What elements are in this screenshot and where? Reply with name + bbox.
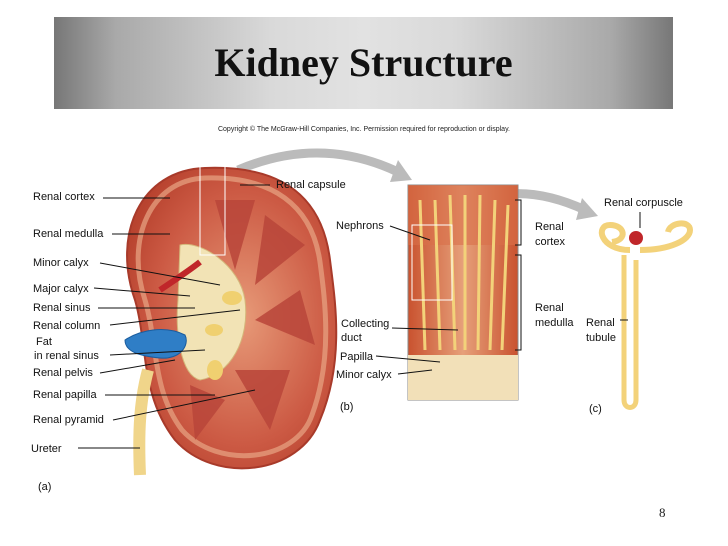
tubule [476, 194, 482, 351]
label-major-calyx: Major calyx [33, 283, 89, 295]
tissue-block-b [407, 184, 519, 401]
label-minor-calyx-b: Minor calyx [336, 369, 392, 381]
glomerulus [629, 231, 643, 245]
label-ureter: Ureter [31, 443, 62, 455]
label-renal-papilla: Renal papilla [33, 389, 97, 401]
leader-line [109, 349, 206, 356]
nephron-tubule [639, 220, 694, 253]
renal-vein [124, 329, 187, 359]
leader-line [375, 355, 441, 363]
minor-calyx-shape [205, 324, 223, 336]
label-medulla-b: medulla [535, 317, 574, 329]
label-renal-cortex: Renal cortex [33, 191, 95, 203]
arrow-b-to-c-head [576, 198, 598, 220]
ureter-tube [133, 368, 154, 476]
pyramid [255, 215, 305, 285]
minor-calyx-shape [207, 360, 223, 380]
label-collecting: Collecting [341, 318, 390, 330]
leader-line [397, 369, 433, 375]
renal-artery [158, 259, 202, 293]
arrow-a-to-b [236, 148, 400, 177]
tubule [500, 204, 510, 351]
label-nephrons: Nephrons [336, 220, 384, 232]
label-renal-column: Renal column [33, 320, 101, 332]
title-banner: Kidney Structure [54, 17, 673, 109]
block-base [408, 355, 518, 400]
label-cortex-b: cortex [535, 236, 565, 248]
leader-lines [78, 184, 641, 449]
label-fat: Fat [36, 336, 52, 348]
label-renal-medulla: Renal medulla [33, 228, 104, 240]
leader-line [93, 287, 191, 297]
zoom-box-a [199, 164, 226, 256]
kidney-section-a [124, 164, 338, 476]
label-renal-sinus: Renal sinus [33, 302, 91, 314]
label-renal-pyramid: Renal pyramid [33, 414, 104, 426]
label-renal-tubule: Renal [586, 317, 615, 329]
leader-line [389, 225, 431, 241]
leader-line [99, 262, 221, 286]
copyright-notice: Copyright © The McGraw-Hill Companies, I… [217, 126, 510, 133]
tubule [488, 199, 497, 351]
leader-line [391, 327, 459, 331]
label-panel-c: (c) [589, 403, 602, 415]
pyramid [190, 385, 225, 440]
block-cortex-band [408, 185, 518, 245]
slide-title: Kidney Structure [214, 40, 513, 85]
page-number: 8 [659, 505, 666, 520]
label-papilla: Papilla [340, 351, 374, 363]
label-renal-cortex-b: Renal [535, 221, 564, 233]
label-tubule: tubule [586, 332, 616, 344]
loop-of-henle [621, 255, 639, 410]
label-renal-capsule: Renal capsule [276, 179, 346, 191]
label-minor-calyx: Minor calyx [33, 257, 89, 269]
leader-line [99, 359, 176, 374]
arrow-a-to-b-head [390, 160, 412, 182]
nephron-tubule [598, 221, 631, 253]
label-renal-medulla-b: Renal [535, 302, 564, 314]
nephron-c [598, 220, 694, 410]
pyramid [235, 370, 290, 430]
label-panel-b: (b) [340, 401, 354, 413]
label-fat-in-sinus: in renal sinus [34, 350, 99, 362]
leader-line [112, 389, 256, 421]
bracket [515, 254, 522, 351]
label-renal-pelvis: Renal pelvis [33, 367, 93, 379]
pyramid [255, 290, 315, 345]
label-renal-corpuscle: Renal corpuscle [604, 197, 683, 209]
minor-calyx-shape [222, 291, 242, 305]
leader-line [109, 309, 241, 326]
zoom-box-b [411, 224, 453, 301]
label-duct: duct [341, 332, 362, 344]
bracket [515, 199, 522, 246]
label-panel-a: (a) [38, 481, 52, 493]
renal-cortex-band [135, 175, 329, 459]
